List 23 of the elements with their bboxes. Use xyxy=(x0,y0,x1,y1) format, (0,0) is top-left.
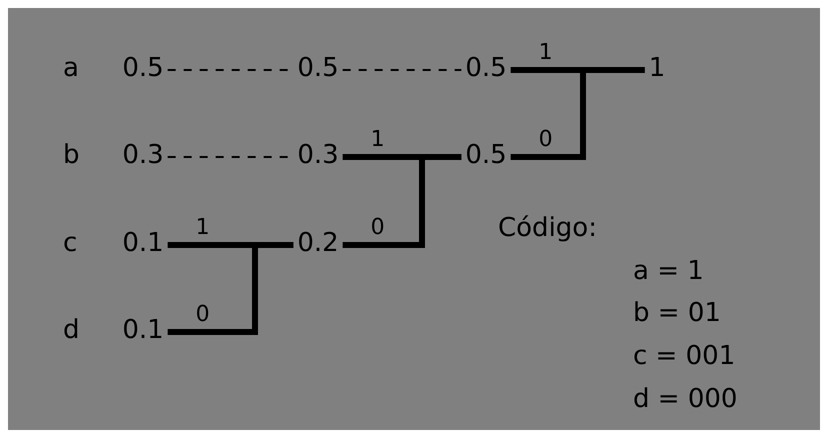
probability-value: 0.5 xyxy=(122,53,164,83)
probability-value: 0.3 xyxy=(122,140,164,170)
connector-line xyxy=(510,67,645,160)
probability-value: 0.3 xyxy=(297,140,339,170)
probability-value: 0.1 xyxy=(122,315,164,345)
probability-value: 0.5 xyxy=(465,140,507,170)
probability-value: 1 xyxy=(648,53,666,83)
probability-value: 0.5 xyxy=(465,53,507,83)
dashed-line xyxy=(342,69,462,71)
symbol-label: d xyxy=(63,315,80,345)
symbol-label: b xyxy=(63,140,80,170)
symbol-label: c xyxy=(63,228,78,258)
code-entry: d = 000 xyxy=(633,384,738,414)
probability-value: 0.2 xyxy=(297,228,339,258)
probability-value: 0.5 xyxy=(297,53,339,83)
connector-line xyxy=(168,242,294,335)
probability-value: 0.1 xyxy=(122,228,164,258)
connector-line xyxy=(342,154,462,248)
symbol-label: a xyxy=(63,53,79,83)
code-heading: Código: xyxy=(498,213,597,243)
code-entry: b = 01 xyxy=(633,298,721,328)
code-entry: c = 001 xyxy=(633,341,736,371)
code-entry: a = 1 xyxy=(633,256,704,286)
